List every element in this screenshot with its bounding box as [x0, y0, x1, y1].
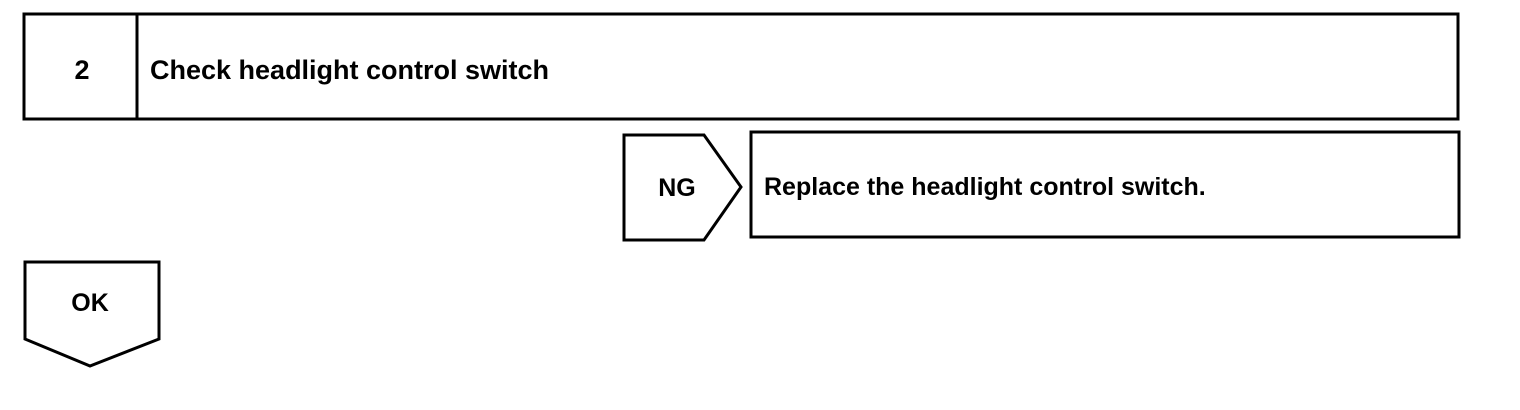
ng-action-text: Replace the headlight control switch.: [764, 173, 1206, 201]
ok-branch: OK: [23, 260, 161, 368]
ng-label: NG: [658, 174, 696, 202]
step-header-frame: [22, 12, 1460, 121]
ng-arrow-tag: [622, 133, 743, 242]
step-number: 2: [74, 55, 89, 85]
step-title: Check headlight control switch: [150, 55, 549, 85]
ng-branch: NG Replace the headlight control switch.: [622, 130, 1461, 242]
step-header: 2 Check headlight control switch: [22, 12, 1460, 121]
ng-action-box: [749, 130, 1461, 239]
ok-label: OK: [71, 289, 109, 317]
ok-arrow-tag: [23, 260, 161, 368]
